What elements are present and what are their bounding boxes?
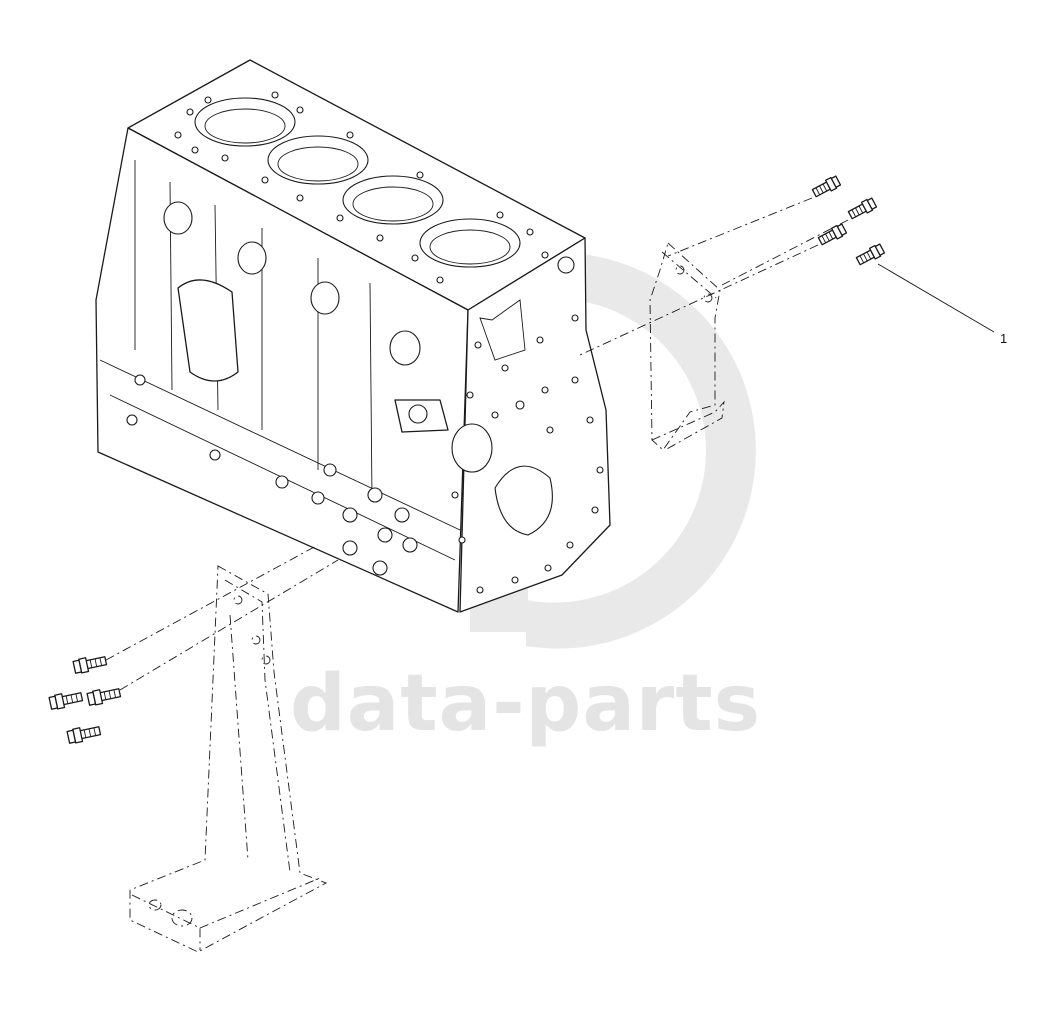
block-side-details — [99, 160, 461, 576]
block-front-details — [451, 256, 604, 594]
cylinder-bores — [194, 97, 521, 268]
lower-mounting-bracket — [129, 565, 328, 953]
upper-mounting-bracket — [649, 242, 725, 451]
deck-bolt-holes — [174, 91, 549, 284]
upper-bolt-group — [811, 175, 886, 266]
assembly-leader-lines — [105, 197, 849, 691]
callout-label: 1 — [1000, 331, 1007, 346]
engine-block — [95, 59, 611, 613]
callout-1: 1 — [877, 263, 1007, 346]
watermark-text: data-parts — [290, 659, 760, 749]
callout-leader-line — [877, 263, 995, 333]
engine-block-front-face — [459, 237, 611, 613]
lower-bolt-group — [48, 656, 122, 744]
